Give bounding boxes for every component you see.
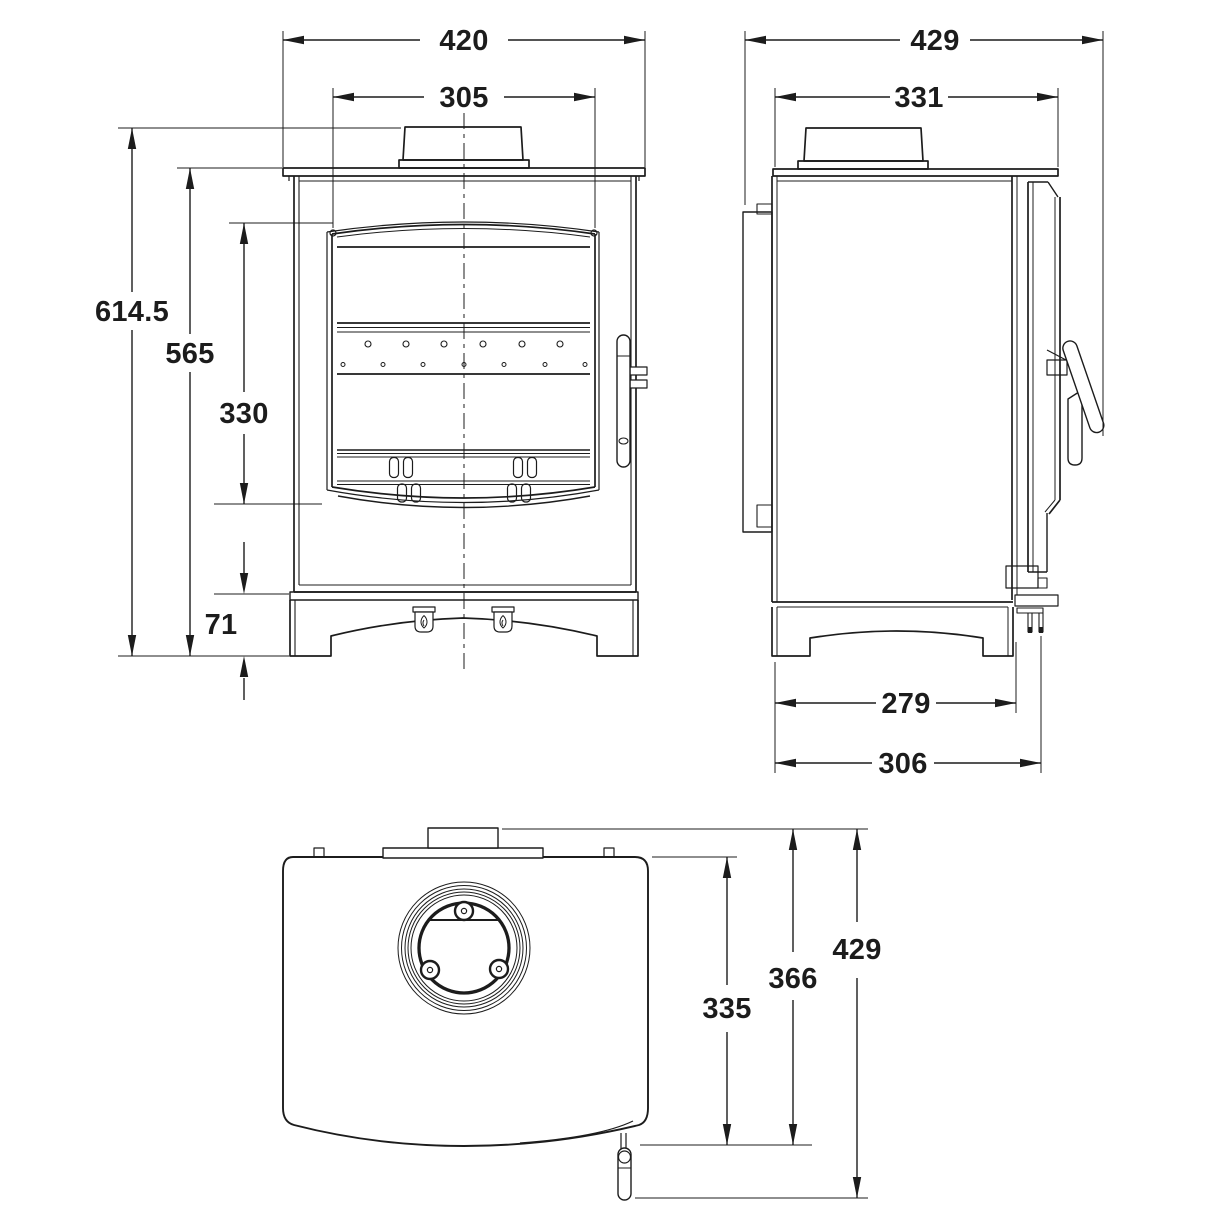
flame-icon (499, 615, 507, 629)
label-side-base-inner-depth: 279 (881, 688, 930, 720)
front-top-plate (282, 167, 646, 177)
front-base (289, 600, 639, 657)
front-view (118, 31, 648, 700)
top-body-outline (282, 856, 649, 1147)
label-side-depth-overall: 429 (910, 25, 959, 57)
label-top-depth-overall: 429 (832, 934, 881, 966)
top-door-front-edge (519, 1120, 634, 1144)
label-side-base-depth: 306 (878, 748, 927, 780)
front-door (326, 221, 600, 509)
front-plinth (289, 591, 639, 601)
dim-front-height-overall (118, 127, 401, 657)
label-front-door-height: 330 (219, 398, 268, 430)
front-airwash-band (337, 322, 590, 375)
front-plate-lips (288, 176, 640, 181)
label-front-door-width: 305 (439, 82, 488, 114)
front-flue-collar (402, 126, 524, 161)
top-handle (617, 1133, 632, 1201)
label-top-depth-with-collar: 366 (768, 963, 817, 995)
front-airwash-holes-row1 (364, 340, 564, 348)
top-hinge-pin-left (313, 847, 325, 858)
front-flame-badge-left (412, 606, 436, 633)
side-front-plinth (1014, 594, 1059, 607)
dim-side-base-depth (774, 636, 1042, 773)
dim-side-depth-overall (744, 31, 1104, 436)
side-body-shell (771, 176, 1018, 608)
dim-front-door-width (332, 88, 596, 228)
label-front-base-height: 71 (205, 609, 238, 641)
dim-top-depth-overall (635, 829, 868, 1199)
side-top-plate (772, 168, 1059, 177)
dim-top-depth-with-collar (502, 828, 868, 1145)
dim-side-base-inner-depth (774, 642, 1017, 713)
side-door-bottom-bracket (1005, 565, 1039, 589)
label-side-top-depth: 331 (894, 82, 943, 114)
top-view (282, 827, 868, 1201)
side-handle-grip (1067, 389, 1083, 466)
side-base (771, 607, 1014, 657)
side-door-profile (1005, 181, 1061, 614)
dim-top-body-depth (640, 856, 812, 1146)
front-grate-band (337, 449, 590, 485)
label-top-body-depth: 335 (702, 993, 751, 1025)
side-rear-flue-panel (742, 203, 773, 533)
side-riddling-pins (1027, 612, 1044, 633)
front-grate-slots (388, 456, 538, 503)
front-door-handle (616, 334, 648, 468)
dim-front-base-height (214, 542, 289, 700)
side-door-handle (1046, 340, 1105, 466)
top-rear-flange (382, 847, 544, 859)
dim-front-door-height (214, 222, 333, 505)
dim-front-body-height (177, 167, 282, 656)
top-rear-spigot (427, 827, 499, 849)
side-flue-flange (797, 160, 929, 170)
front-door-sill (337, 495, 591, 509)
side-handle-lever (1062, 340, 1105, 434)
label-front-width-overall: 420 (439, 25, 488, 57)
label-front-height-overall: 614.5 (95, 296, 169, 328)
top-flue-outlet (397, 881, 531, 1015)
label-front-body-height: 565 (165, 338, 214, 370)
top-hinge-pin-right (603, 847, 615, 858)
side-latch (1046, 349, 1067, 361)
side-flue-collar (803, 127, 924, 162)
dim-front-width-overall (282, 31, 646, 167)
front-airwash-holes-row2 (340, 362, 588, 367)
dim-side-top-depth (774, 88, 1059, 167)
flame-icon (420, 615, 428, 629)
front-flame-badge-right (491, 606, 515, 633)
side-view (742, 31, 1105, 773)
